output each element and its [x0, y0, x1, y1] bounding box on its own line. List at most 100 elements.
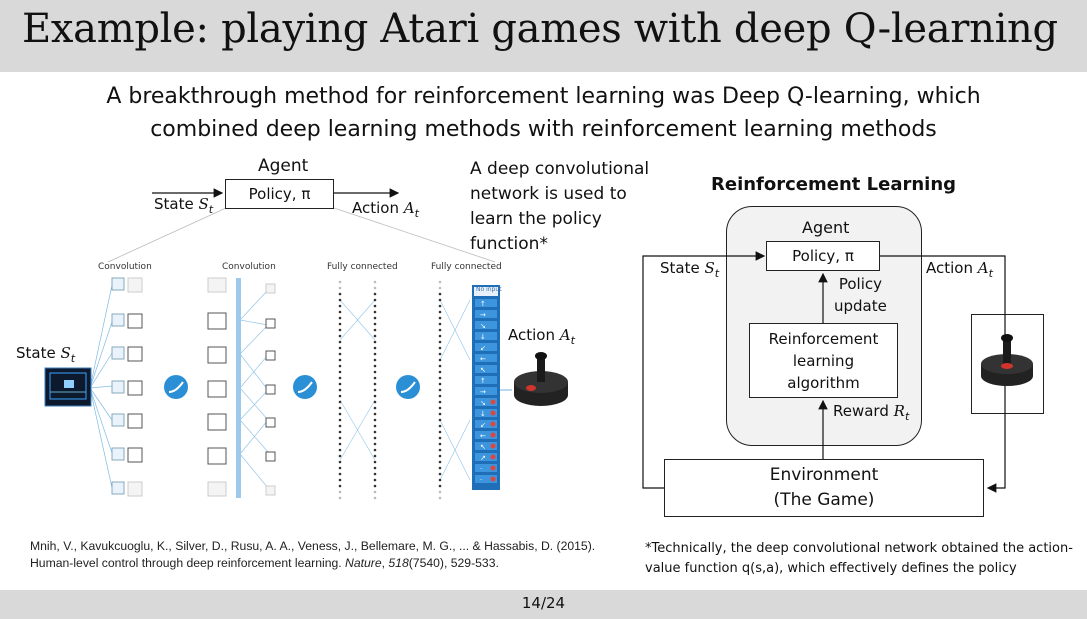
fc-node [438, 442, 442, 446]
action-row-arrow: ↑ [480, 300, 486, 308]
fc-node [438, 490, 442, 494]
action-row [475, 475, 497, 483]
fc-node [373, 424, 377, 428]
action-row [475, 453, 497, 461]
fc-node [338, 322, 342, 326]
rl-action-label: Action At [926, 259, 993, 280]
fc-node [373, 352, 377, 356]
fc-node [373, 328, 377, 332]
layer-label-conv1: Convolution [98, 262, 152, 272]
fc-node [438, 388, 442, 392]
action-row-arrow: ↓ [480, 410, 486, 418]
output-action-label: Action At [508, 326, 575, 347]
fc-node [373, 280, 377, 284]
fc-node [438, 334, 442, 338]
left-policy-box: Policy, π [225, 179, 334, 209]
fc-node [338, 358, 342, 362]
fc-node [373, 448, 377, 452]
action-row-arrow: → [480, 388, 486, 396]
fc-node [373, 358, 377, 362]
fc-node [373, 496, 377, 500]
fc-node [373, 478, 377, 482]
action-row-arrow: → [480, 311, 486, 319]
fc-node [338, 382, 342, 386]
title-bar [0, 0, 1087, 72]
fire-dot [490, 476, 496, 482]
action-row-arrow: · [480, 476, 482, 484]
action-row-arrow: · [480, 465, 482, 473]
fc-node [373, 292, 377, 296]
fc-node [438, 460, 442, 464]
fc-node [438, 484, 442, 488]
fc-node [338, 328, 342, 332]
fc-node [338, 394, 342, 398]
fc-node [338, 466, 342, 470]
fc-node [373, 394, 377, 398]
fc-node [438, 454, 442, 458]
layer-label-fc2: Fully connected [431, 262, 502, 272]
action-row-arrow: ↖ [480, 443, 486, 451]
fc-node [438, 418, 442, 422]
action-row-arrow: ↗ [480, 454, 486, 462]
fc-node [438, 316, 442, 320]
fc-node [373, 310, 377, 314]
rl-heading: Reinforcement Learning [711, 174, 957, 195]
left-policy-label: Policy, π [248, 185, 311, 203]
fire-dot [490, 432, 496, 438]
footer-bar [0, 590, 1087, 619]
fire-dot [490, 443, 496, 449]
fc-node [338, 400, 342, 404]
subtitle-line-1: A breakthrough method for reinforcement … [106, 84, 981, 109]
action-row [475, 343, 497, 351]
fc-node [438, 430, 442, 434]
action-row [475, 299, 497, 307]
fc-node [338, 310, 342, 314]
fc-node [438, 286, 442, 290]
fc-node [338, 286, 342, 290]
input-state-label: State St [16, 344, 76, 365]
fc-node [338, 454, 342, 458]
fc-node [338, 352, 342, 356]
fc-node [373, 370, 377, 374]
page-number: 14/24 [521, 594, 566, 612]
action-row [475, 332, 497, 340]
fc-node [438, 436, 442, 440]
joystick-right-icon [981, 334, 1033, 386]
fc-node [438, 280, 442, 284]
no-input-label: No input [476, 286, 502, 293]
rl-policy-label: Policy, π [792, 247, 854, 265]
fc-node [338, 292, 342, 296]
action-row [475, 354, 497, 362]
fc-node [438, 310, 442, 314]
fc-node [373, 364, 377, 368]
fc-node [338, 496, 342, 500]
citation: Mnih, V., Kavukcuoglu, K., Silver, D., R… [30, 539, 596, 570]
fc-node [438, 352, 442, 356]
action-row [475, 321, 497, 329]
fc-node [338, 334, 342, 338]
fc-node [373, 286, 377, 290]
fc-node [438, 400, 442, 404]
layer-label-fc1: Fully connected [327, 262, 398, 272]
action-row-arrow: ↙ [480, 344, 486, 352]
fc-node [373, 442, 377, 446]
fc-node [438, 376, 442, 380]
fc-node [373, 430, 377, 434]
fc-node [338, 316, 342, 320]
fc-node [438, 328, 442, 332]
action-output-column: ↑→↘↓↙←↖↑→↘↓↙←↖↗·· [472, 285, 500, 490]
game-screen-input [44, 367, 92, 407]
network-note: A deep convolutional network is used to … [470, 159, 650, 254]
action-row-arrow: ← [480, 432, 486, 440]
fc-node [373, 412, 377, 416]
conv2-features [207, 277, 276, 498]
left-state-label: State St [154, 195, 214, 216]
relu-circles [164, 375, 420, 399]
action-row [475, 442, 497, 450]
fc-node [438, 370, 442, 374]
fc-node [373, 436, 377, 440]
fc-node [438, 394, 442, 398]
action-row-arrow: ← [480, 355, 486, 363]
fc-node [438, 448, 442, 452]
